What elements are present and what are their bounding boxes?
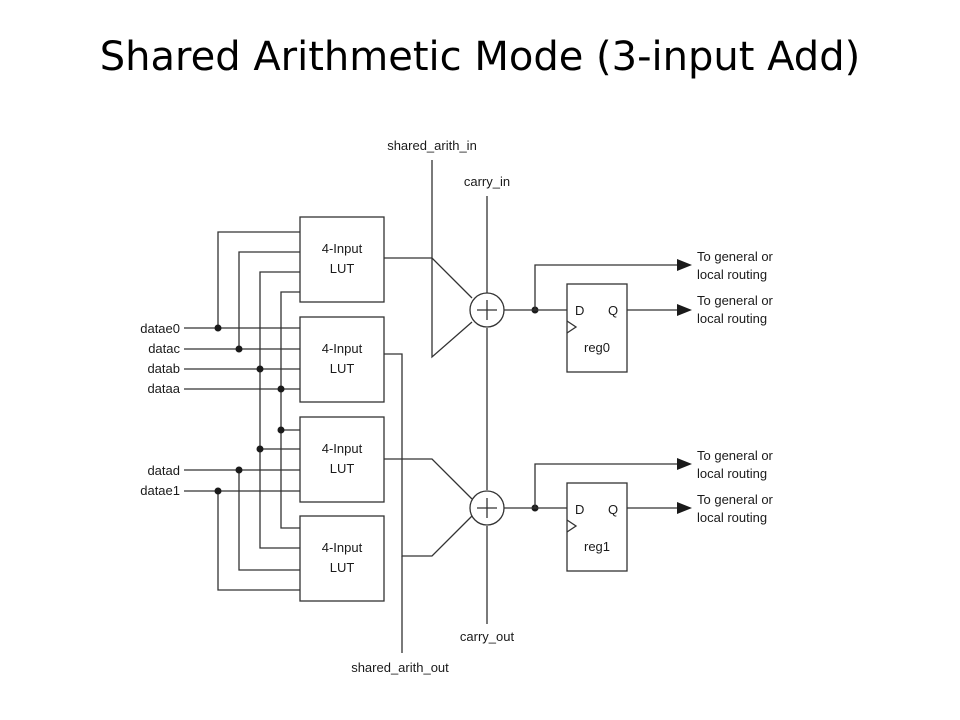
output-label-2: To general or local routing — [697, 293, 774, 326]
reg0-d-label: D — [575, 303, 584, 318]
input-label-datae0: datae0 — [140, 321, 180, 336]
carry-out-label: carry_out — [460, 629, 515, 644]
lut-1-label-line2: LUT — [330, 261, 355, 276]
lut-2: 4-Input LUT — [299, 316, 385, 403]
output-2-line1: To general or — [697, 293, 774, 308]
output-label-4: To general or local routing — [697, 492, 774, 525]
adder-output-wires — [504, 264, 680, 509]
output-label-1: To general or local routing — [697, 249, 774, 282]
output-arrows — [677, 259, 692, 514]
input-label-datad: datad — [147, 463, 180, 478]
lut-2-label-line2: LUT — [330, 361, 355, 376]
lut-1-label-line1: 4-Input — [322, 241, 363, 256]
shared-arith-out-label: shared_arith_out — [351, 660, 449, 675]
output-4-line1: To general or — [697, 492, 774, 507]
slide-title: Shared Arithmetic Mode (3-input Add) — [99, 34, 861, 80]
reg1-d-label: D — [575, 502, 584, 517]
lut-4-label-line1: 4-Input — [322, 540, 363, 555]
lut-3-label-line2: LUT — [330, 461, 355, 476]
lut-output-wires — [384, 257, 473, 557]
reg0-name: reg0 — [584, 340, 610, 355]
output-1-line2: local routing — [697, 267, 767, 282]
input-label-datac: datac — [148, 341, 180, 356]
input-label-datab: datab — [147, 361, 180, 376]
output-3-line2: local routing — [697, 466, 767, 481]
shared-arith-in-wire — [431, 160, 473, 359]
input-wires — [184, 327, 300, 492]
input-label-datae1: datae1 — [140, 483, 180, 498]
lut-4: 4-Input LUT — [299, 515, 385, 602]
lut-3: 4-Input LUT — [299, 416, 385, 503]
output-label-3: To general or local routing — [697, 448, 774, 481]
output-1-line1: To general or — [697, 249, 774, 264]
adder-top — [469, 292, 505, 328]
output-3-line1: To general or — [697, 448, 774, 463]
output-4-line2: local routing — [697, 510, 767, 525]
fanout-buses — [217, 231, 300, 591]
lut-1: 4-Input LUT — [299, 216, 385, 303]
shared-arith-in-label: shared_arith_in — [387, 138, 477, 153]
reg1-q-label: Q — [608, 502, 618, 517]
input-label-dataa: dataa — [147, 381, 180, 396]
reg1-name: reg1 — [584, 539, 610, 554]
carry-in-label: carry_in — [464, 174, 510, 189]
reg0-q-label: Q — [608, 303, 618, 318]
register-reg0: D Q reg0 — [566, 283, 628, 373]
lut-2-label-line1: 4-Input — [322, 341, 363, 356]
lut-4-label-line2: LUT — [330, 560, 355, 575]
output-2-line2: local routing — [697, 311, 767, 326]
lut-3-label-line1: 4-Input — [322, 441, 363, 456]
adder-bottom — [469, 490, 505, 526]
register-reg1: D Q reg1 — [566, 482, 628, 572]
